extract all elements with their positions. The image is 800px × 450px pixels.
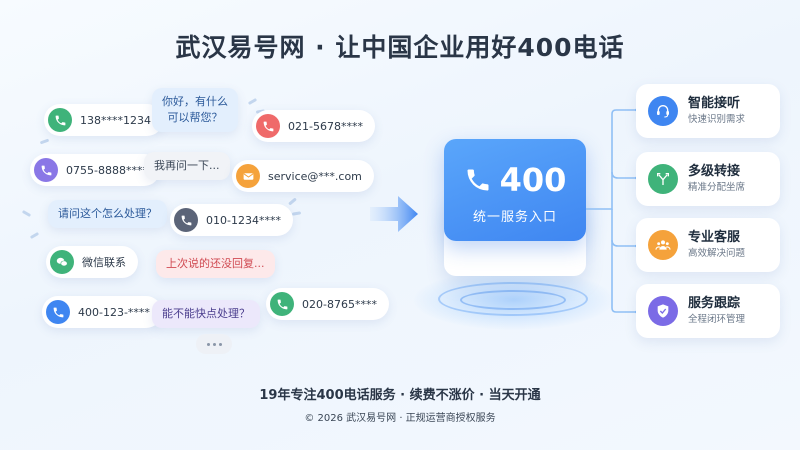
contact-chip-label: 微信联系	[82, 256, 126, 269]
feature-title: 专业客服	[688, 230, 741, 245]
phone-icon	[467, 169, 489, 191]
contact-chip-landline: 021-5678****	[252, 110, 375, 142]
platform-ring	[460, 290, 566, 310]
feature-title: 智能接听	[688, 96, 741, 111]
feature-card-pro-service: 专业客服 高效解决问题	[636, 218, 780, 272]
phone-icon	[34, 158, 58, 182]
feature-card-service-tracking: 服务跟踪 全程闭环管理	[636, 284, 780, 338]
contact-chip-label: 021-5678****	[288, 119, 363, 133]
chat-bubble-hello: 你好，有什么 可以帮您？	[152, 88, 238, 132]
contact-chip-label: 400-123-****	[78, 305, 150, 319]
decor-dash	[39, 138, 50, 145]
decor-dash	[21, 209, 32, 218]
flow-arrow-icon	[370, 196, 418, 232]
hub-subtitle: 统一服务入口	[472, 210, 557, 225]
phone-icon	[270, 292, 294, 316]
contact-chip-wechat: 微信联系	[46, 246, 138, 278]
mail-icon	[236, 164, 260, 188]
check-shield-icon	[648, 296, 678, 326]
decor-dash	[291, 211, 302, 216]
decor-dash	[247, 97, 258, 106]
chat-bubble-ask-again: 我再问一下...	[144, 152, 230, 180]
contact-chip-label: 010-1234****	[206, 213, 281, 227]
feature-subtitle: 快速识别需求	[688, 114, 746, 125]
contact-chip-label: 0755-8888****	[66, 163, 148, 177]
contact-chip-landline: 020-8765****	[266, 288, 389, 320]
footer-slogan: 19年专注400电话服务 · 续费不涨价 · 当天开通	[259, 388, 541, 403]
footer-copyright: © 2026 武汉易号网 · 正规运营商授权服务	[304, 413, 496, 424]
contact-chip-label: 138****1234	[80, 113, 151, 127]
chat-bubble-no-reply: 上次说的还没回复...	[156, 250, 275, 278]
contact-chip-label: service@***.com	[268, 169, 362, 183]
contact-chip-mobile: 138****1234	[44, 104, 163, 136]
hub-number-row: 400	[444, 161, 586, 199]
phone-icon	[256, 114, 280, 138]
headset-icon	[648, 96, 678, 126]
decor-dash	[288, 197, 297, 206]
feature-card-multi-transfer: 多级转接 精准分配坐席	[636, 152, 780, 206]
phone-icon	[174, 208, 198, 232]
hub-card-400: 400 统一服务入口	[444, 139, 586, 241]
platform-ring	[438, 282, 588, 316]
wechat-icon	[50, 250, 74, 274]
group-icon	[648, 230, 678, 260]
feature-subtitle: 高效解决问题	[688, 248, 746, 259]
feature-subtitle: 全程闭环管理	[688, 314, 746, 325]
phone-icon	[46, 300, 70, 324]
split-arrows-icon	[648, 164, 678, 194]
contact-chip-landline: 010-1234****	[170, 204, 293, 236]
contact-chip-400: 400-123-****	[42, 296, 162, 328]
chat-bubble-faster: 能不能快点处理？	[152, 300, 260, 328]
chat-bubble-how-handle: 请问这个怎么处理？	[48, 200, 167, 228]
feature-card-smart-answer: 智能接听 快速识别需求	[636, 84, 780, 138]
phone-icon	[48, 108, 72, 132]
typing-dots	[196, 334, 232, 354]
page-title: 武汉易号网 · 让中国企业用好400电话	[175, 33, 625, 62]
decor-dash	[29, 231, 40, 240]
contact-chip-label: 020-8765****	[302, 297, 377, 311]
contact-chip-landline: 0755-8888****	[30, 154, 160, 186]
hub-number: 400	[499, 161, 567, 199]
feature-title: 服务跟踪	[688, 296, 741, 311]
contact-chip-email: service@***.com	[232, 160, 374, 192]
feature-subtitle: 精准分配坐席	[688, 182, 746, 193]
feature-title: 多级转接	[688, 164, 741, 179]
